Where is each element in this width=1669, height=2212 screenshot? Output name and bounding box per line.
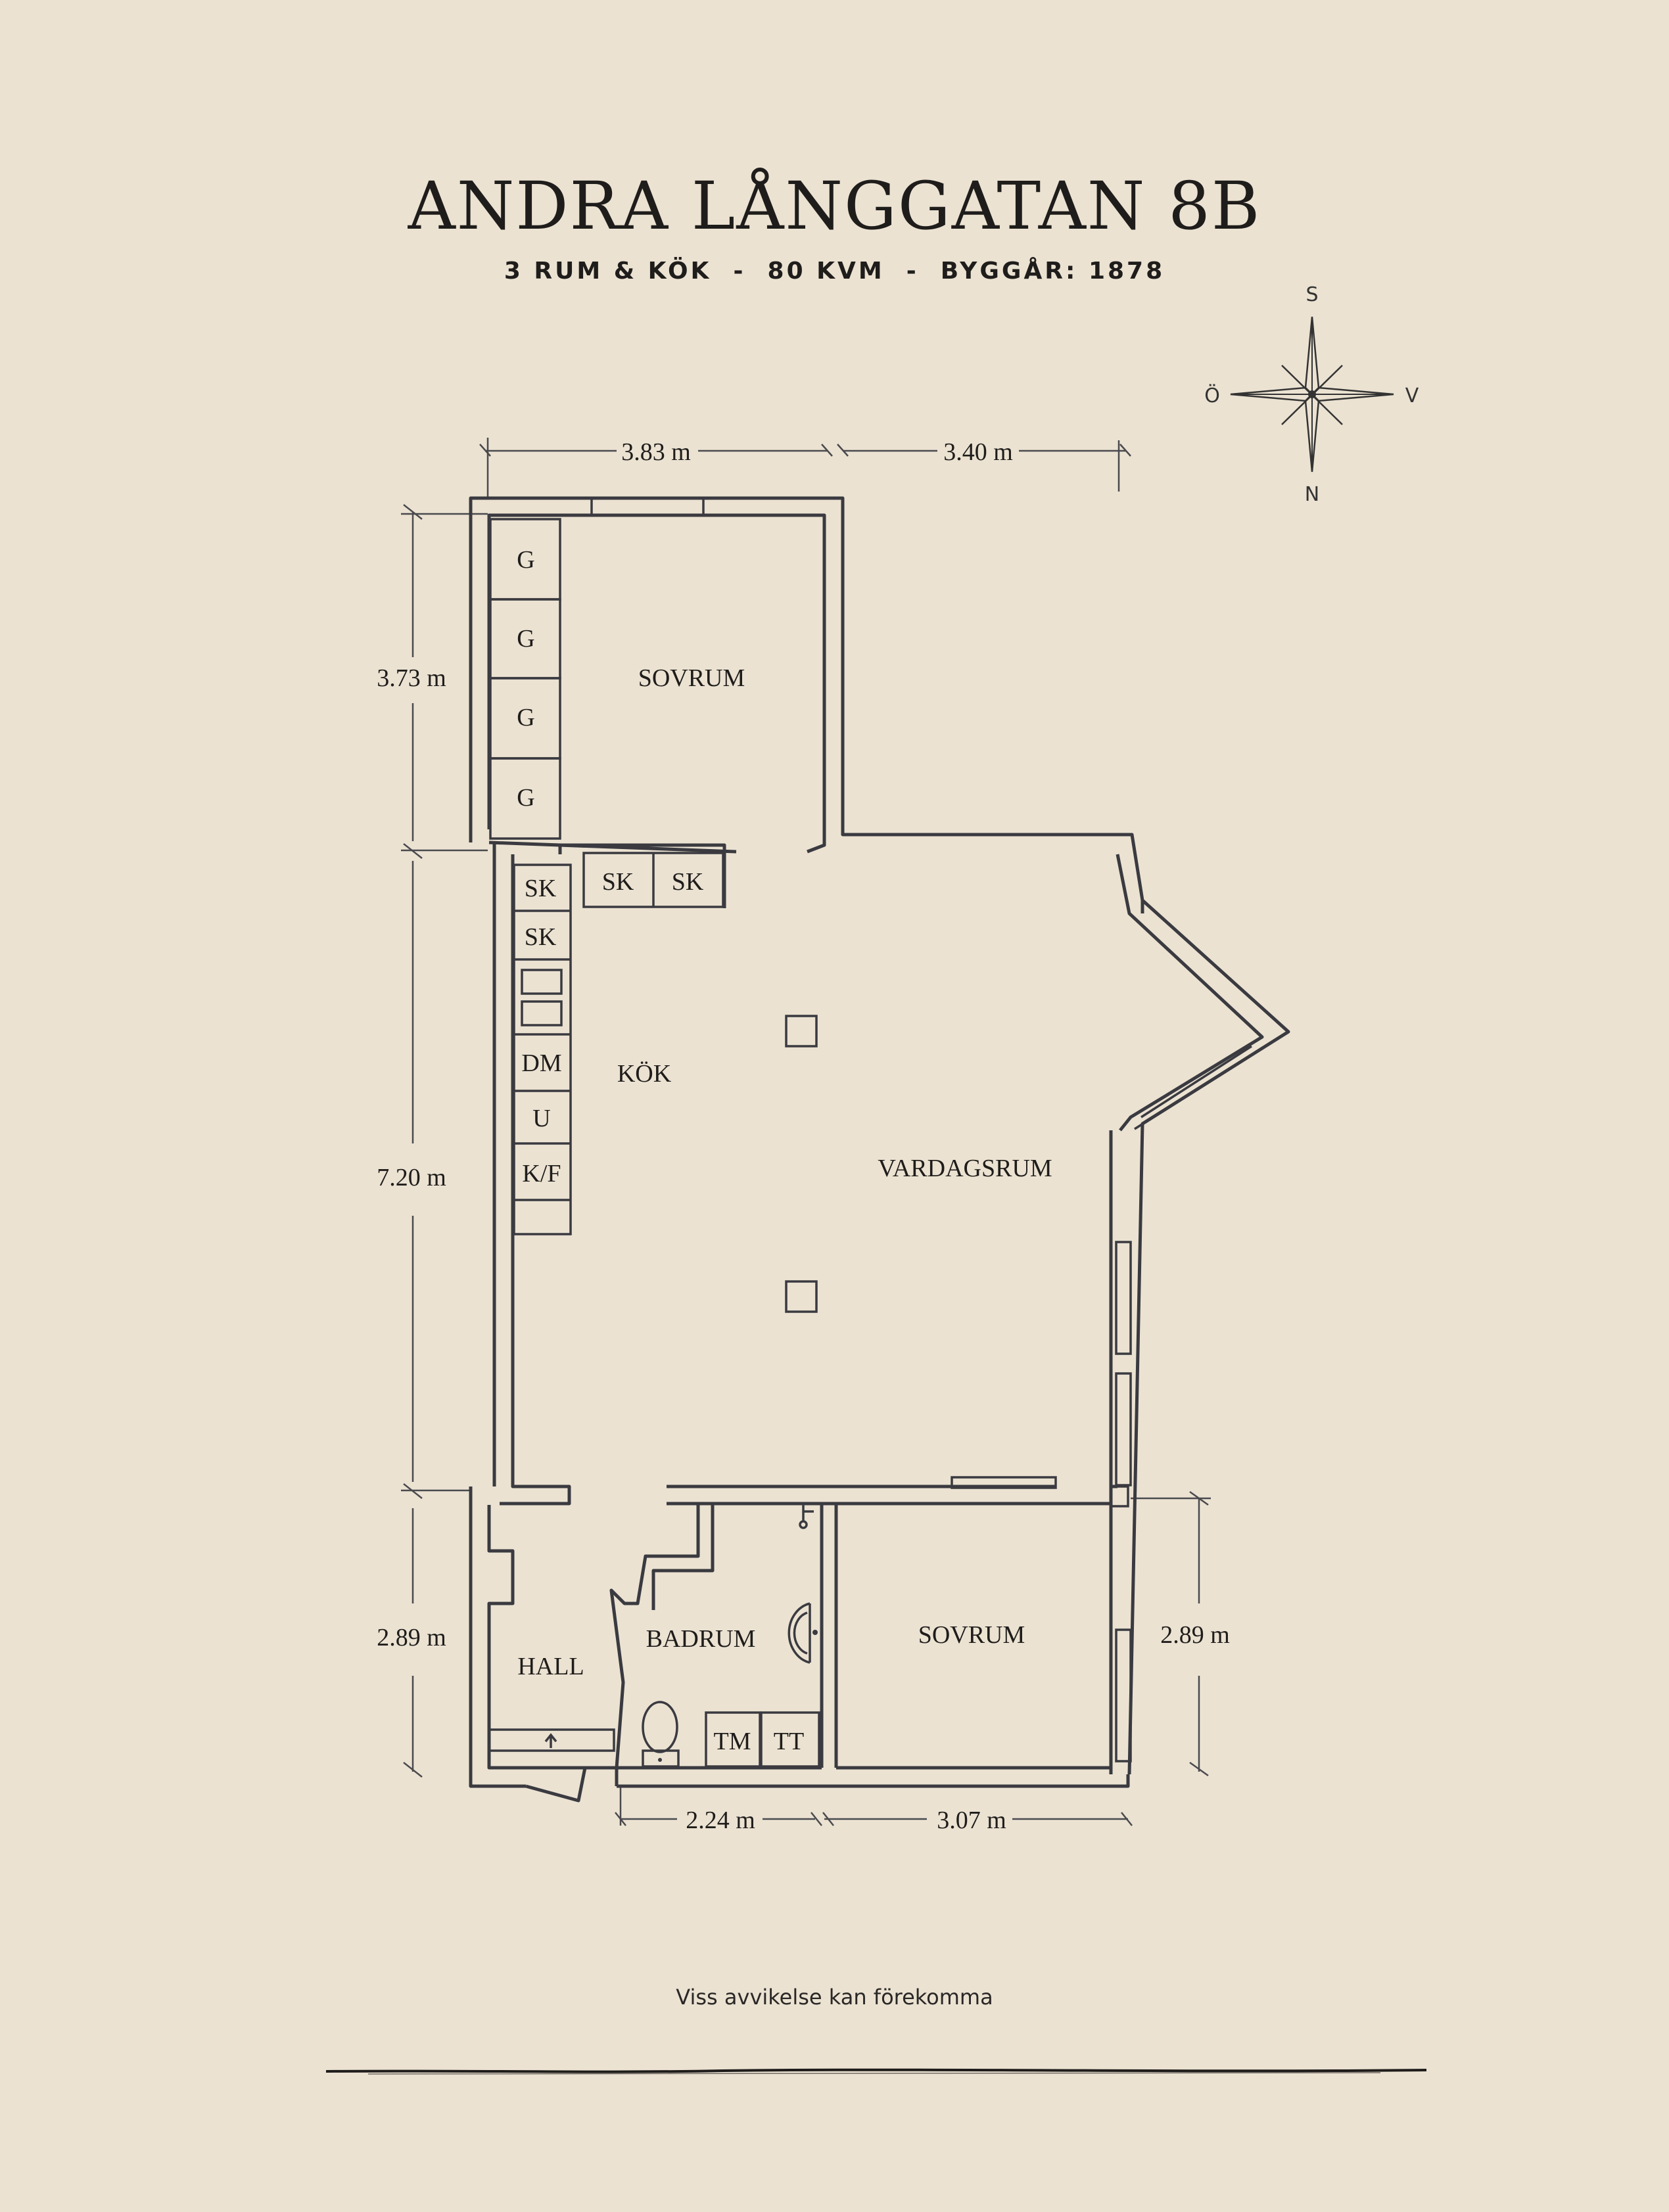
compass-label-top: S <box>1305 283 1318 306</box>
room-label-sovrum-top: SOVRUM <box>638 664 745 692</box>
dimension-lines <box>401 438 1211 1826</box>
sink-icon <box>787 1602 818 1664</box>
dimension-left-middle: 7.20 m <box>377 1164 446 1191</box>
dimension-bottom-right: 3.07 m <box>937 1807 1006 1834</box>
washing-machine-label: TM <box>714 1728 751 1755</box>
tumble-dryer-label: TT <box>774 1728 804 1755</box>
wardrobe-group <box>489 518 561 840</box>
toilet-icon <box>642 1701 680 1768</box>
column-1 <box>785 1015 818 1048</box>
dimension-right-bottom: 2.89 m <box>1160 1621 1230 1649</box>
cabinet-label-2: SK <box>525 923 557 951</box>
wardrobe-label-3: G <box>517 704 534 731</box>
dimension-left-bottom: 2.89 m <box>377 1624 446 1651</box>
room-label-badrum: BADRUM <box>646 1625 756 1653</box>
column-2 <box>785 1280 818 1313</box>
room-label-hall: HALL <box>517 1653 584 1680</box>
compass-label-bottom: N <box>1305 483 1319 506</box>
dimension-left-top: 3.73 m <box>377 664 446 692</box>
cabinet-label-1: SK <box>525 875 557 902</box>
plan-subtitle: 3 RUM & KÖK - 80 KVM - BYGGÅR: 1878 <box>504 258 1165 285</box>
dimension-bottom-left: 2.24 m <box>686 1807 755 1834</box>
dimension-top-right: 3.40 m <box>943 438 1013 466</box>
room-label-sovrum-bottom: SOVRUM <box>918 1621 1025 1649</box>
cabinet-label-4: SK <box>672 868 704 896</box>
disclaimer-text: Viss avvikelse kan förekomma <box>676 1985 993 2010</box>
wardrobe-label-4: G <box>517 784 534 812</box>
room-label-vardagsrum: VARDAGSRUM <box>878 1155 1052 1182</box>
walls <box>469 496 1290 1803</box>
wardrobe-label-2: G <box>517 625 534 653</box>
cabinet-label-3: SK <box>602 868 634 896</box>
compass-label-left: Ö <box>1204 384 1220 407</box>
dishwasher-label: DM <box>521 1049 561 1077</box>
kitchen-counter <box>513 852 724 1235</box>
compass-rose-icon <box>1230 316 1394 472</box>
stove-icon <box>521 969 563 1026</box>
fridge-freezer-label: K/F <box>522 1160 561 1187</box>
dimension-top-left: 3.83 m <box>621 438 691 466</box>
room-label-kok: KÖK <box>617 1060 672 1088</box>
laundry-units <box>705 1711 820 1768</box>
oven-label: U <box>532 1105 550 1132</box>
plan-title: ANDRA LÅNGGATAN 8B <box>408 168 1261 244</box>
shower-icon <box>799 1505 814 1529</box>
compass-label-right: V <box>1405 384 1419 407</box>
footer-divider <box>325 2068 1427 2075</box>
wardrobe-label-1: G <box>517 546 534 574</box>
